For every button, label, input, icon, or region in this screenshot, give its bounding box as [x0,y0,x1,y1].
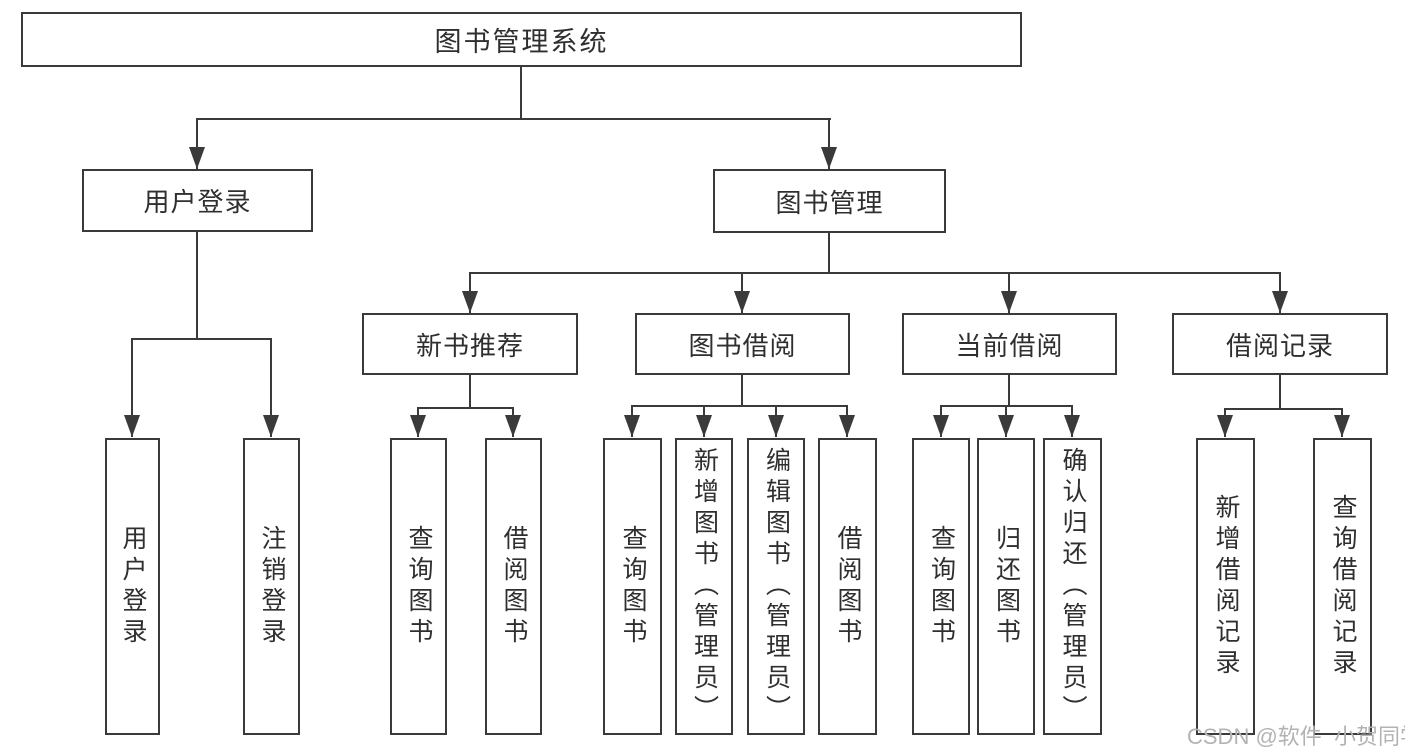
connector-line [1224,408,1343,410]
node-book-management: 图书管理 [713,169,946,233]
arrow-down-icon [696,415,712,437]
node-new-book-recommend: 新书推荐 [362,313,578,375]
node-book-borrow: 图书借阅 [635,313,850,375]
connector-line [417,407,514,409]
arrow-down-icon [1334,415,1350,437]
leaf-query-books-borrow: 查询图书 [603,438,662,735]
leaf-logout: 注销登录 [243,438,300,735]
arrow-down-icon [1217,415,1233,437]
connector-line [828,233,830,274]
leaf-user-login: 用户登录 [105,438,160,735]
arrow-down-icon [1001,291,1017,313]
arrow-down-icon [189,147,205,169]
connector-line [631,405,848,407]
connector-line [196,232,198,340]
connector-line [828,118,830,169]
leaf-query-books-current: 查询图书 [912,438,970,735]
node-user-login: 用户登录 [82,169,313,232]
connector-line [131,338,133,437]
arrow-down-icon [1272,291,1288,313]
leaf-edit-book-admin: 编辑图书（管理员） [747,438,805,735]
leaf-borrow-books-recommend: 借阅图书 [485,438,542,735]
connector-line [1279,375,1281,410]
connector-line [469,272,1281,274]
leaf-query-books-recommend: 查询图书 [390,438,447,735]
arrow-down-icon [124,415,140,437]
arrow-down-icon [839,415,855,437]
arrow-down-icon [624,415,640,437]
arrow-down-icon [933,415,949,437]
connector-line [469,375,471,409]
leaf-confirm-return-admin: 确认归还（管理员） [1043,438,1102,735]
connector-line [741,375,743,407]
arrow-down-icon [998,415,1014,437]
arrow-down-icon [505,415,521,437]
leaf-add-book-admin: 新增图书（管理员） [675,438,733,735]
arrow-down-icon [734,291,750,313]
arrow-down-icon [821,147,837,169]
arrow-down-icon [410,415,426,437]
leaf-borrow-books: 借阅图书 [818,438,877,735]
leaf-return-book: 归还图书 [977,438,1035,735]
arrow-down-icon [462,291,478,313]
node-current-borrow: 当前借阅 [902,313,1117,375]
arrow-down-icon [263,415,279,437]
node-borrow-records: 借阅记录 [1172,313,1388,375]
arrow-down-icon [1064,415,1080,437]
leaf-query-borrow-record: 查询借阅记录 [1313,438,1372,735]
connector-line [131,338,272,340]
connector-line [196,118,198,169]
arrow-down-icon [768,415,784,437]
connector-line [196,118,831,120]
watermark: CSDN @软件_小贺同学 [1187,724,1405,747]
connector-line [1008,375,1010,407]
connector-line [270,338,272,437]
connector-line [520,67,522,119]
node-root: 图书管理系统 [21,12,1022,67]
leaf-add-borrow-record: 新增借阅记录 [1196,438,1255,735]
